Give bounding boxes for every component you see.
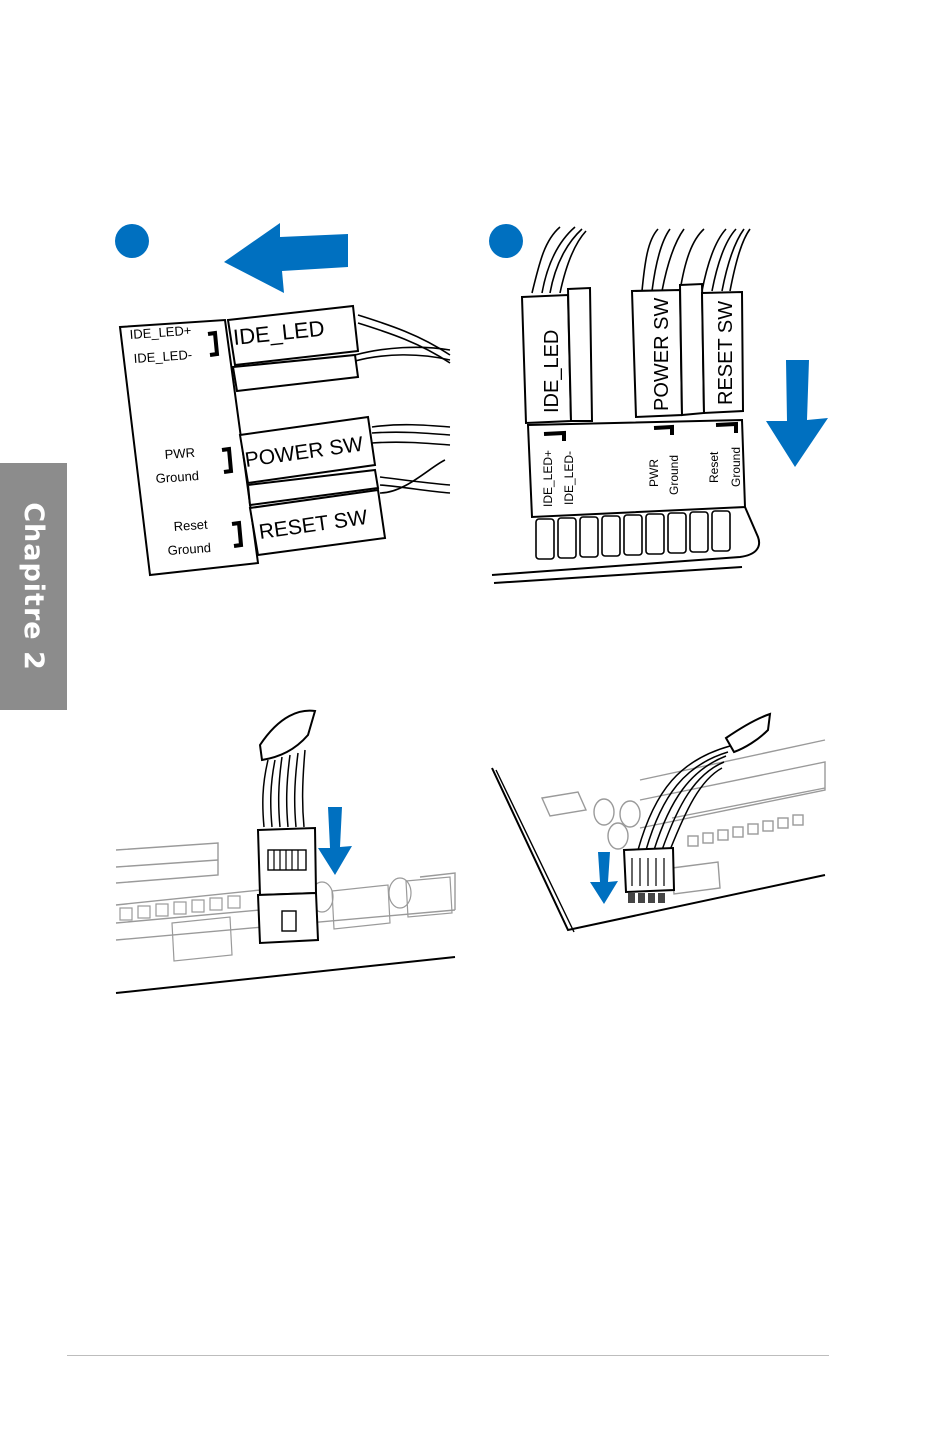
chapter-side-tab: Chapitre 2 [0, 463, 67, 710]
arrow-down-icon [766, 360, 828, 467]
pwr-ground-pin-label: Ground [667, 455, 681, 495]
chapter-label: Chapitre 2 [18, 502, 49, 671]
ide-led-plus-pin-label: IDE_LED+ [541, 450, 555, 507]
header-pins [536, 511, 730, 559]
figure-b-header-install: IDE_LED POWER SW RESET SW IDE_LED+ IDE_L… [480, 215, 840, 590]
pwr-pin-label: PWR [164, 445, 195, 462]
footer-divider [67, 1355, 829, 1356]
reset-pin-label: Reset [707, 451, 721, 483]
step-2-circle-icon [489, 224, 523, 258]
reset-ground-pin-label: Ground [167, 540, 211, 558]
ide-led-plug-label: IDE_LED [541, 330, 563, 413]
pwr-pin-label: PWR [647, 459, 661, 487]
arrow-left-icon [224, 223, 348, 293]
power-sw-plug-label: POWER SW [651, 298, 673, 411]
reset-sw-plug-label: RESET SW [715, 301, 737, 405]
reset-pin-label: Reset [173, 517, 208, 534]
figure-a-panel-connector: IDE_LED POWER SW RESET SW IDE_LED+ IDE_L… [100, 215, 460, 590]
arrow-down-icon [318, 807, 352, 875]
figure-d-cable-insert [490, 710, 835, 940]
reset-ground-pin-label: Ground [729, 447, 743, 487]
pwr-ground-pin-label: Ground [155, 468, 199, 486]
arrow-down-icon [590, 852, 618, 904]
figure-c-cable-insert [110, 705, 460, 1000]
ide-led-minus-pin-label: IDE_LED- [562, 451, 576, 505]
step-1-circle-icon [115, 224, 149, 258]
